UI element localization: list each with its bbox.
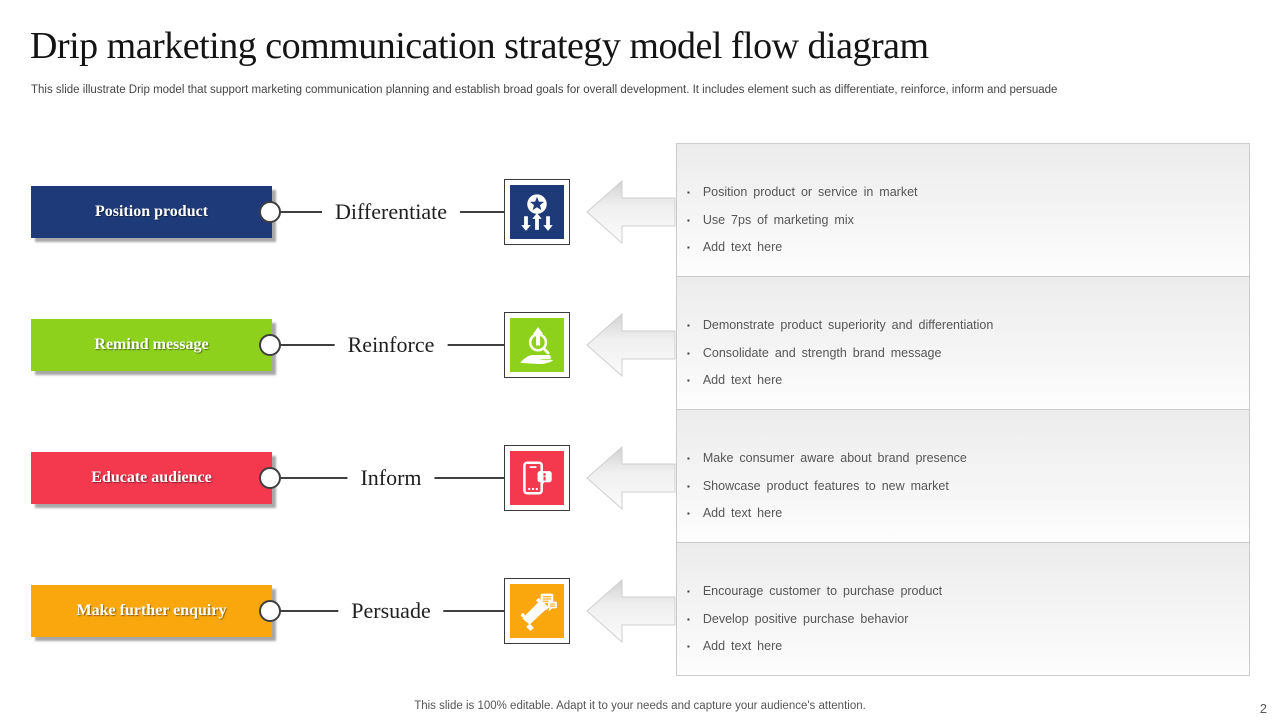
detail-panels: Position product or service in market Us… bbox=[676, 143, 1250, 676]
bullet-item[interactable]: Add text here bbox=[687, 367, 1239, 395]
bullet-item: Demonstrate product superiority and diff… bbox=[687, 312, 1239, 340]
icon-tile-reinforce[interactable] bbox=[504, 312, 570, 378]
stage-label-differentiate[interactable]: Differentiate bbox=[322, 197, 460, 227]
page-number: 2 bbox=[1259, 701, 1267, 716]
page-title: Drip marketing communication strategy mo… bbox=[30, 25, 929, 67]
bullet-item: Encourage customer to purchase product bbox=[687, 578, 1239, 606]
bullet-item[interactable]: Add text here bbox=[687, 234, 1239, 262]
flow-arrow bbox=[586, 578, 676, 644]
banner-label: Remind message bbox=[94, 336, 209, 353]
icon-tile-persuade[interactable] bbox=[504, 578, 570, 644]
stage-label-persuade[interactable]: Persuade bbox=[338, 596, 444, 626]
megaphone-messages-icon bbox=[520, 593, 557, 631]
connector-node bbox=[259, 334, 281, 356]
banner-label: Position product bbox=[94, 203, 209, 220]
banner-label: Make further enquiry bbox=[76, 602, 227, 619]
banner-label: Educate audience bbox=[91, 469, 212, 486]
banner-make-further-enquiry[interactable]: Make further enquiry bbox=[31, 585, 272, 637]
panel-differentiate[interactable]: Position product or service in market Us… bbox=[676, 143, 1250, 277]
hand-growth-arrow-icon bbox=[520, 327, 554, 365]
connector-node bbox=[259, 600, 281, 622]
icon-tile-differentiate[interactable] bbox=[504, 179, 570, 245]
banner-educate-audience[interactable]: Educate audience bbox=[31, 452, 272, 504]
bullet-item: Use 7ps of marketing mix bbox=[687, 207, 1239, 235]
panel-reinforce[interactable]: Demonstrate product superiority and diff… bbox=[676, 276, 1250, 410]
connector-node bbox=[259, 467, 281, 489]
banner-position-product[interactable]: Position product bbox=[31, 186, 272, 238]
banner-remind-message[interactable]: Remind message bbox=[31, 319, 272, 371]
bullet-item[interactable]: Add text here bbox=[687, 633, 1239, 661]
ranking-star-arrows-icon bbox=[521, 194, 553, 231]
phone-info-bubble-icon bbox=[523, 461, 552, 495]
bullet-item: Position product or service in market bbox=[687, 179, 1239, 207]
slide-subtitle: This slide illustrate Drip model that su… bbox=[31, 84, 1058, 96]
panel-persuade[interactable]: Encourage customer to purchase product D… bbox=[676, 542, 1250, 676]
stage-label-inform[interactable]: Inform bbox=[347, 463, 435, 493]
icon-tile-inform[interactable] bbox=[504, 445, 570, 511]
stage-label-reinforce[interactable]: Reinforce bbox=[334, 330, 448, 360]
editable-note: This slide is 100% editable. Adapt it to… bbox=[414, 700, 866, 712]
flow-arrow bbox=[586, 179, 676, 245]
bullet-item[interactable]: Add text here bbox=[687, 500, 1239, 528]
flow-arrow bbox=[586, 445, 676, 511]
panel-inform[interactable]: Make consumer aware about brand presence… bbox=[676, 409, 1250, 543]
connector-node bbox=[259, 201, 281, 223]
bullet-item: Consolidate and strength brand message bbox=[687, 340, 1239, 368]
bullet-item: Develop positive purchase behavior bbox=[687, 606, 1239, 634]
flow-arrow bbox=[586, 312, 676, 378]
bullet-item: Showcase product features to new market bbox=[687, 473, 1239, 501]
bullet-item: Make consumer aware about brand presence bbox=[687, 445, 1239, 473]
